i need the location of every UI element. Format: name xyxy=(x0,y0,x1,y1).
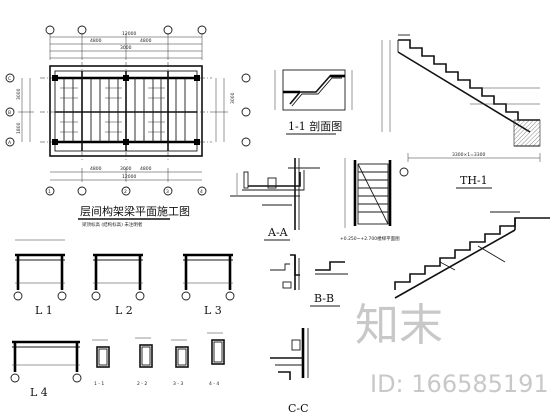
watermark-logo: 知末 xyxy=(355,300,443,351)
axis-bubble xyxy=(163,186,173,196)
stair-elevation-lower xyxy=(394,211,550,299)
axis-label-b: B xyxy=(8,110,11,116)
th1-title: TH-1 xyxy=(460,174,488,187)
plan-annotations xyxy=(60,87,165,133)
axis-bubble xyxy=(45,25,55,35)
axis-bubble xyxy=(135,291,145,301)
axis-label-2: 2 xyxy=(124,189,127,195)
axis-bubble xyxy=(91,291,101,301)
watermark-id: ID: 166585191 xyxy=(370,370,549,398)
plan-bot-dim-2: 3000 xyxy=(120,166,132,172)
plan-axis-right: 3000 xyxy=(212,73,251,147)
beam-elevation-l1: L 1 xyxy=(13,239,67,317)
plan-title: 层间构架梁平面施工图 xyxy=(80,204,190,218)
cut-2-label: 2 - 2 xyxy=(137,381,147,387)
axis-bubble xyxy=(197,186,207,196)
axis-bubble xyxy=(77,186,87,196)
section-b-b: B-B xyxy=(270,254,348,307)
section-c-c-title: C-C xyxy=(288,402,309,415)
stair-small-plan: +0.250~+2.700楼梯平面图 xyxy=(340,158,409,242)
plan-dim-total: 12000 xyxy=(122,31,136,37)
axis-bubble xyxy=(399,167,409,177)
beam-elevation-l4: L 4 xyxy=(10,340,82,399)
axis-bubble xyxy=(197,25,207,35)
stair-plan-title: +0.250~+2.700楼梯平面图 xyxy=(340,235,400,242)
cross-section-1 xyxy=(96,346,110,368)
axis-bubble xyxy=(45,186,55,196)
plan-dim-1: 4800 xyxy=(90,38,102,44)
plan-axis-left: C B A 3000 1800 xyxy=(5,73,34,147)
axis-bubble xyxy=(77,25,87,35)
beam-cross-sections: 1 - 1 2 - 2 3 - 3 4 - 4 xyxy=(92,332,225,387)
axis-label-4: 4 xyxy=(200,189,203,195)
beam-elevation-l3: L 3 xyxy=(181,253,235,317)
axis-bubble xyxy=(163,25,173,35)
axis-label-a: A xyxy=(8,140,12,146)
cut-1-label: 1 - 1 xyxy=(94,381,104,387)
cut-4-label: 4 - 4 xyxy=(209,381,219,387)
plan-side-dim-3: 3000 xyxy=(230,92,236,104)
axis-bubble xyxy=(181,291,191,301)
plan-bot-dim-1: 4800 xyxy=(90,166,102,172)
axis-bubble xyxy=(57,291,67,301)
beam-l2-label: L 2 xyxy=(115,304,133,317)
axis-label-3: 3 xyxy=(166,189,169,195)
beam-l1-label: L 1 xyxy=(35,304,53,317)
stair-elevation-th1: 3300×1=3300 TH-1 xyxy=(381,34,541,189)
plan-top-dimensions: 12000 4800 4800 3000 xyxy=(49,31,203,60)
axis-bubble xyxy=(10,373,20,383)
plan-dim-2: 3000 xyxy=(120,45,132,51)
plan-side-dim-1: 3000 xyxy=(16,88,22,100)
cross-section-3 xyxy=(175,346,189,368)
section-a-a: A-A xyxy=(230,158,320,241)
plan-bot-dim-3: 4800 xyxy=(140,166,152,172)
axis-label-c: C xyxy=(8,76,11,82)
plan-bot-dim-total: 12000 xyxy=(122,174,136,180)
axis-bubble xyxy=(225,291,235,301)
beam-l4-label: L 4 xyxy=(30,386,48,399)
plan-dim-3: 4800 xyxy=(140,38,152,44)
beam-l3-label: L 3 xyxy=(204,304,222,317)
th1-dim-bottom: 3300×1=3300 xyxy=(452,152,485,158)
plan-joists xyxy=(63,71,186,151)
axis-bubble xyxy=(241,73,251,83)
beam-elevation-l2: L 2 xyxy=(91,253,145,317)
cross-section-2 xyxy=(139,344,153,368)
axis-bubble xyxy=(121,186,131,196)
section-a-a-title: A-A xyxy=(267,226,289,239)
axis-bubble xyxy=(72,373,82,383)
cut-3-label: 3 - 3 xyxy=(173,381,183,387)
cross-section-4 xyxy=(211,339,225,365)
stair-landing-hatch xyxy=(513,119,541,147)
axis-label-1: 1 xyxy=(48,189,51,195)
beam-framing-plan: 12000 4800 4800 3000 xyxy=(5,25,251,228)
plan-subtitle: 梁顶标高 (结构标高) 未注明者 xyxy=(82,221,143,228)
plan-columns xyxy=(52,75,200,145)
plan-axis-top xyxy=(45,25,207,35)
watermark: 知末 ID: 166585191 xyxy=(355,300,549,398)
axis-bubble xyxy=(241,107,251,117)
axis-bubble xyxy=(13,291,23,301)
plan-side-dim-2: 1800 xyxy=(16,122,22,134)
axis-bubble xyxy=(241,137,251,147)
section-1-1: 1-1 剖面图 xyxy=(274,69,353,135)
section-b-b-title: B-B xyxy=(314,292,334,305)
section-1-1-title: 1-1 剖面图 xyxy=(288,119,342,133)
section-c-c: C-C xyxy=(270,328,309,415)
axis-bubble xyxy=(5,107,15,117)
axis-bubble xyxy=(5,73,15,83)
plan-bottom-dimensions: 4800 3000 4800 12000 1 2 3 4 xyxy=(45,166,207,196)
axis-bubble xyxy=(5,137,15,147)
